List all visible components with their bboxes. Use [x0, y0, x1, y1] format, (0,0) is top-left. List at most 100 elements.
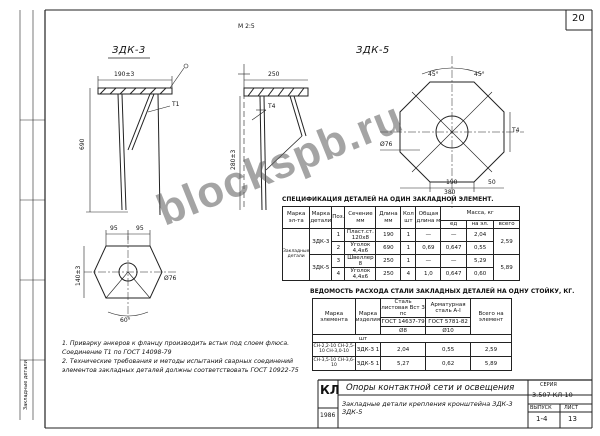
tb-sheet: 13 [568, 415, 577, 423]
cons-header: Ø10 [425, 326, 472, 336]
spec-cell: 2 [331, 241, 346, 256]
cons-cell: 0,62 [425, 356, 472, 372]
title-block [317, 379, 592, 428]
dim-label: 45° [428, 71, 439, 78]
dim-label: Ø76 [164, 275, 177, 282]
spec-header: Марка эл-та [281, 206, 311, 229]
spec-cell: 0,69 [415, 241, 442, 256]
cons-cell: СН-2,2-10 СН-2,5-10 СН-3,0-10 [312, 342, 356, 358]
dim-label: T4 [268, 103, 276, 110]
spec-cell: 5,89 [493, 254, 520, 282]
tb-name: Опоры контактной сети и освещения [346, 383, 515, 393]
tb-sheet-label: ЛИСТ [564, 405, 579, 411]
spec-cell: — [415, 254, 442, 269]
cons-header: Арматурная сталь А-I [425, 297, 472, 319]
tb-code: КЛ [320, 383, 340, 397]
spec-header: Общая длина м [415, 206, 442, 229]
dim-label: 50 [488, 179, 496, 186]
dim-label: 250 [268, 71, 280, 78]
cons-cell: 2,59 [470, 342, 512, 358]
spec-cell: 190 [375, 227, 402, 243]
spec-cell: 0,60 [465, 267, 495, 282]
spec-cell: 3 [331, 254, 346, 269]
dim-label: 95 [136, 225, 144, 232]
title-zdk5: ЗДК-5 [356, 45, 390, 56]
tb-issue-label: ВЫПУСК [530, 405, 552, 411]
spec-header: Длина мм [375, 206, 402, 229]
dim-label: 190±3 [114, 71, 135, 78]
binding-strip: Закладные детали [23, 360, 29, 410]
spec-header: Кол шт [400, 206, 417, 229]
tb-subtitle: Закладные детали крепления кронштейна ЗД… [342, 400, 513, 417]
cons-header: Марка изделия [354, 297, 382, 336]
dim-label: T4 [512, 127, 520, 134]
cons-cell: ЗДК-3 1 [354, 342, 382, 358]
title-zdk3: ЗДК-3 [112, 45, 146, 56]
dim-label: 190 [446, 179, 458, 186]
spec-cell: 1 [331, 227, 346, 243]
cons-header: Марка элемента [312, 297, 356, 336]
dim-label: 60° [120, 317, 131, 324]
spec-cell: 0,647 [440, 241, 467, 256]
spec-cell: 0,55 [465, 241, 495, 256]
spec-title: СПЕЦИФИКАЦИЯ ДЕТАЛЕЙ НА ОДИН ЗАКЛАДНОЙ Э… [282, 196, 494, 203]
cons-header: ГОСТ 5781-82 [425, 317, 472, 328]
spec-header: на эл. [465, 220, 495, 229]
note-item: 2. Технические требования и методы испыт… [62, 357, 299, 374]
spec-header: Масса, кг [440, 206, 520, 221]
dim-label: 140±3 [75, 265, 82, 286]
spec-cell: 1 [400, 241, 417, 256]
dim-label: 95 [110, 225, 118, 232]
spec-table: Марка эл-та Марка детали Поз. Сечение мм… [281, 206, 520, 282]
spec-cell: 1 [400, 227, 417, 243]
cons-cell: 2,04 [380, 342, 427, 358]
view-zdk5 [380, 56, 524, 210]
sheet-number: 20 [572, 13, 585, 24]
spec-cell: Пласт.ст. 120х8 [344, 227, 377, 243]
spec-cell: Уголок 4,4х6 [344, 241, 377, 256]
spec-cell: 5,29 [465, 254, 495, 269]
view-middle [238, 64, 309, 211]
notes: 1. Приварку анкеров к фланцу производить… [62, 340, 317, 376]
cons-cell: 5,89 [470, 356, 512, 372]
spec-cell: 4 [400, 267, 417, 282]
spec-cell: — [440, 227, 467, 243]
spec-cell: 1 [400, 254, 417, 269]
spec-cell: ЗДК-3 [309, 227, 333, 256]
spec-cell: 690 [375, 241, 402, 256]
dim-label: 380 [444, 189, 456, 196]
cons-header: ГОСТ 14637-79 [380, 317, 427, 328]
cons-header: Ø8 [380, 326, 427, 336]
spec-cell: 0,647 [440, 267, 467, 282]
spec-header: всего [493, 220, 520, 229]
spec-cell: 2,59 [493, 227, 520, 256]
cons-cell: СН-3,5-10 СН-3,6-10 [312, 356, 356, 372]
consumption-table: Марка элемента Марка изделия Сталь листо… [312, 297, 512, 372]
spec-cell: 1,0 [415, 267, 442, 282]
spec-cell: — [415, 227, 442, 243]
view-bottom [83, 230, 176, 320]
view-zdk3 [86, 57, 189, 216]
spec-cell: Закладные детали [281, 227, 311, 282]
dim-label: 45° [474, 71, 485, 78]
spec-cell: ЗДК-5 [309, 254, 333, 282]
spec-cell: 4 [331, 267, 346, 282]
tb-series-label: СЕРИЯ [540, 382, 557, 388]
cons-cell: 0,55 [425, 342, 472, 358]
dim-label: 690 [79, 138, 86, 150]
dim-label: T1 [172, 101, 180, 108]
consumption-title: ВЕДОМОСТЬ РАСХОДА СТАЛИ ЗАКЛАДНЫХ ДЕТАЛЕ… [310, 288, 575, 295]
spec-cell: Швеллер 8 [344, 254, 377, 269]
spec-cell: 250 [375, 267, 402, 282]
spec-header: Марка детали [309, 206, 333, 229]
spec-cell: 250 [375, 254, 402, 269]
cons-cell: ЗДК-5 1 [354, 356, 382, 372]
spec-header: Сечение мм [344, 206, 377, 229]
spec-header: Поз. [331, 206, 346, 229]
spec-cell: Уголок 4,4х6 [344, 267, 377, 282]
note-item: 1. Приварку анкеров к фланцу производить… [62, 340, 290, 356]
cons-header: Сталь листовая Вст 3 пс [380, 297, 427, 319]
cons-unit: шт [312, 334, 512, 344]
spec-cell: — [440, 254, 467, 269]
